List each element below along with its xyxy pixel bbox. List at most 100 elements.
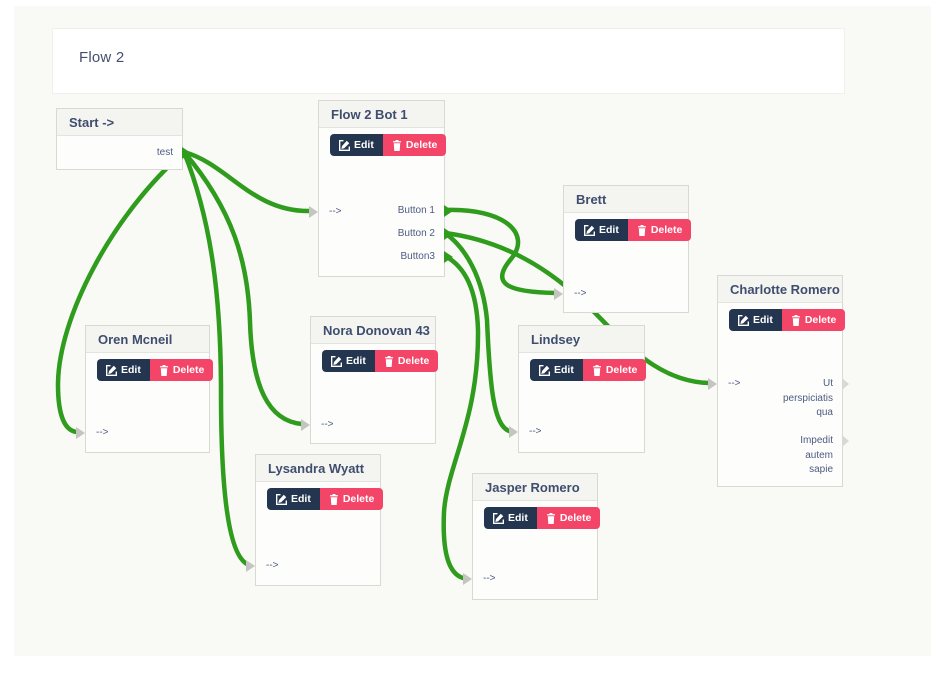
- node-title: Start ->: [69, 114, 115, 130]
- node-nora[interactable]: Nora Donovan 43 Edit Delete -->: [301, 316, 439, 444]
- node-start[interactable]: Start -> test: [56, 108, 191, 170]
- output-label: Button3: [400, 251, 435, 262]
- edit-button-label: Edit: [554, 364, 574, 376]
- input-label: -->: [574, 288, 587, 299]
- output-label: Button 1: [397, 205, 435, 216]
- node-header-jasper[interactable]: Jasper Romero: [473, 474, 597, 501]
- trash-icon: [637, 224, 646, 236]
- node-actions: Edit Delete: [97, 359, 214, 381]
- trash-icon: [329, 493, 338, 505]
- node-actions: Edit Delete: [484, 507, 601, 529]
- node-actions: Edit Delete: [330, 134, 447, 156]
- input-label: -->: [96, 427, 109, 438]
- output-port[interactable]: [444, 228, 453, 240]
- input-label: -->: [728, 378, 741, 389]
- edit-button[interactable]: Edit: [267, 488, 320, 510]
- node-actions: Edit Delete: [267, 488, 384, 510]
- edit-pencil-icon: [331, 355, 342, 367]
- edit-pencil-icon: [276, 493, 287, 505]
- node-header-lindsey[interactable]: Lindsey: [519, 326, 644, 353]
- node-header-brett[interactable]: Brett: [564, 186, 688, 213]
- node-actions: Edit Delete: [729, 309, 846, 331]
- trash-icon: [392, 139, 401, 151]
- output-port[interactable]: [182, 147, 191, 159]
- delete-button-label: Delete: [172, 364, 205, 376]
- page-title: Flow 2: [79, 49, 125, 66]
- edit-button-label: Edit: [508, 512, 528, 524]
- input-port[interactable]: [509, 426, 518, 438]
- input-label: -->: [529, 426, 542, 437]
- edit-pencil-icon: [539, 364, 550, 376]
- node-header-flow2bot1[interactable]: Flow 2 Bot 1: [319, 101, 444, 128]
- input-label: -->: [483, 573, 496, 584]
- input-port[interactable]: [554, 288, 563, 300]
- output-label: Ut perspiciatis qua: [782, 378, 833, 418]
- input-label: -->: [321, 419, 334, 430]
- edit-pencil-icon: [738, 314, 749, 326]
- delete-button-label: Delete: [650, 224, 683, 236]
- edit-pencil-icon: [106, 364, 117, 376]
- node-header-oren[interactable]: Oren Mcneil: [86, 326, 209, 353]
- node-title: Flow 2 Bot 1: [331, 106, 408, 122]
- edit-button[interactable]: Edit: [484, 507, 537, 529]
- delete-button[interactable]: Delete: [382, 134, 447, 156]
- node-header-lysandra[interactable]: Lysandra Wyatt: [256, 455, 380, 482]
- edit-button[interactable]: Edit: [729, 309, 782, 331]
- output-port[interactable]: [842, 378, 849, 390]
- node-title: Lysandra Wyatt: [268, 460, 365, 476]
- node-title: Brett: [576, 191, 607, 207]
- output-port[interactable]: [444, 205, 453, 217]
- input-port[interactable]: [463, 573, 472, 585]
- edit-button[interactable]: Edit: [322, 350, 375, 372]
- input-port[interactable]: [76, 427, 85, 439]
- trash-icon: [546, 512, 555, 524]
- node-header-nora[interactable]: Nora Donovan 43: [311, 317, 435, 344]
- edit-button-label: Edit: [599, 224, 619, 236]
- delete-button-label: Delete: [405, 139, 438, 151]
- delete-button[interactable]: Delete: [627, 219, 692, 241]
- edit-button-label: Edit: [753, 314, 773, 326]
- delete-button[interactable]: Delete: [149, 359, 214, 381]
- delete-button[interactable]: Delete: [781, 309, 846, 331]
- trash-icon: [791, 314, 800, 326]
- delete-button-label: Delete: [342, 493, 375, 505]
- edit-button[interactable]: Edit: [330, 134, 383, 156]
- delete-button-label: Delete: [804, 314, 837, 326]
- output-label: Impedit autem sapie: [800, 435, 833, 475]
- input-port[interactable]: [309, 206, 318, 218]
- edit-button-label: Edit: [354, 139, 374, 151]
- input-label: -->: [266, 560, 279, 571]
- edit-button[interactable]: Edit: [530, 359, 583, 381]
- input-port[interactable]: [301, 419, 310, 431]
- input-port[interactable]: [246, 560, 255, 572]
- node-title: Lindsey: [531, 331, 581, 347]
- delete-button[interactable]: Delete: [374, 350, 439, 372]
- node-actions: Edit Delete: [322, 350, 439, 372]
- input-label: -->: [329, 206, 342, 217]
- delete-button[interactable]: Delete: [536, 507, 601, 529]
- node-title: Oren Mcneil: [98, 331, 173, 347]
- delete-button-label: Delete: [397, 355, 430, 367]
- output-port[interactable]: [444, 251, 453, 263]
- delete-button[interactable]: Delete: [319, 488, 384, 510]
- edit-pencil-icon: [493, 512, 504, 524]
- node-header-charlotte[interactable]: Charlotte Romero: [718, 276, 842, 303]
- edit-button[interactable]: Edit: [575, 219, 628, 241]
- node-title: Jasper Romero: [485, 479, 580, 495]
- output-port[interactable]: [842, 435, 849, 447]
- delete-button[interactable]: Delete: [582, 359, 647, 381]
- edit-button-label: Edit: [346, 355, 366, 367]
- edit-pencil-icon: [339, 139, 350, 151]
- output-label: test: [156, 147, 173, 158]
- node-header-start[interactable]: Start ->: [57, 109, 182, 136]
- input-port[interactable]: [708, 378, 717, 390]
- node-title: Nora Donovan 43: [323, 322, 430, 338]
- edit-button[interactable]: Edit: [97, 359, 150, 381]
